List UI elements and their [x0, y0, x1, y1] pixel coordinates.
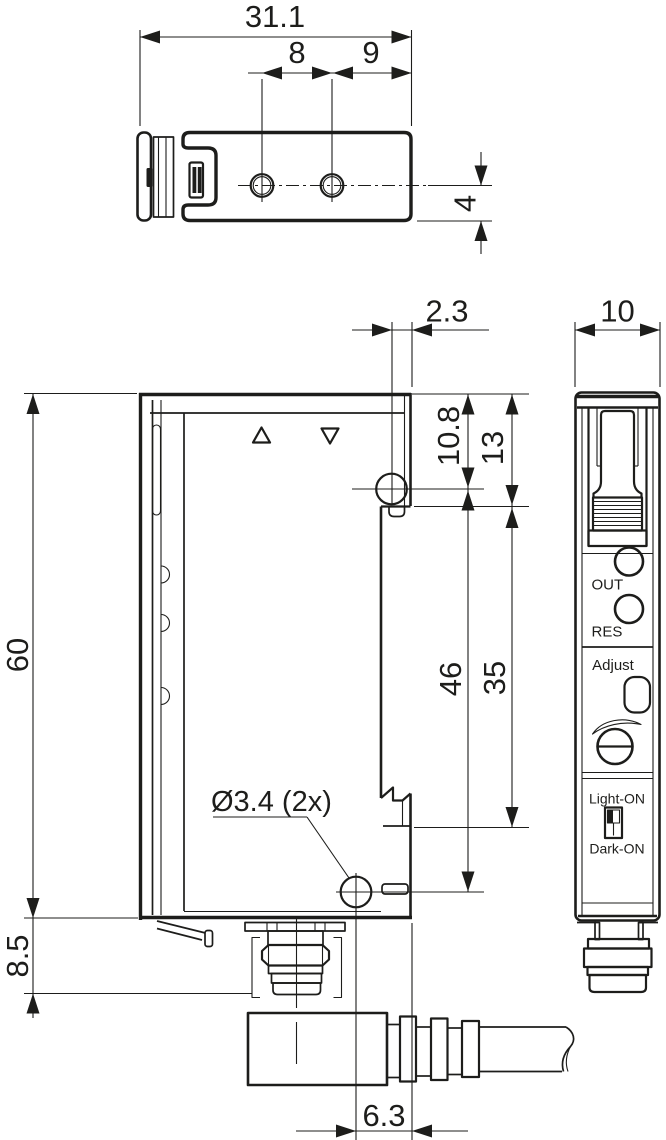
out-led [613, 546, 645, 577]
side-view: 10 [574, 294, 661, 994]
top-view-body-outline [181, 130, 413, 223]
out-label: OUT [592, 577, 624, 594]
res-label: RES [592, 624, 623, 641]
triangle-down-icon [320, 427, 340, 445]
dim-total-width-label: 31.1 [245, 0, 305, 34]
front-view-upper-slot [388, 507, 406, 518]
top-view-clip-tab [146, 168, 153, 187]
front-view-clip-slot [151, 424, 162, 516]
front-view-lower-slot [381, 883, 409, 895]
front-view-cable-plug [246, 1011, 575, 1087]
dim-notch-top-offset-label: 13 [475, 431, 510, 465]
top-view-dimensions: 31.1 8 9 4 [139, 0, 492, 254]
top-view [136, 130, 428, 223]
dim-width-label: 10 [600, 294, 634, 329]
light-on-label: Light-ON [589, 791, 645, 807]
dark-on-label: Dark-ON [589, 841, 644, 857]
front-view-bottom-tab [204, 929, 214, 948]
adjust-window [623, 675, 652, 714]
dim-cable-offset-label: 6.3 [362, 1098, 405, 1133]
light-dark-switch [603, 806, 624, 840]
side-view-connector [577, 921, 658, 994]
dim-notch-spacing-label: 35 [477, 661, 512, 695]
front-view [138, 392, 575, 1087]
adjust-rotation-arc [591, 719, 642, 735]
triangle-up-icon [251, 426, 272, 444]
side-view-fiber-clamp [582, 408, 653, 555]
dim-hole-edge-offset-label: 2.3 [425, 294, 468, 329]
front-view-m8-connector [244, 917, 346, 1008]
top-view-latch [188, 161, 205, 199]
dim-hole-spacing-label: 8 [288, 35, 305, 70]
dim-connector-offset-label: 8.5 [0, 934, 35, 977]
dim-height-label: 60 [0, 638, 35, 672]
dim-hole-to-edge-label: 9 [362, 35, 379, 70]
dim-thickness-label: 4 [448, 195, 483, 212]
dim-hole-top-offset-label: 10.8 [431, 406, 466, 466]
front-view-dimensions: 60 8.5 2.3 10.8 46 13 35 [0, 294, 529, 1140]
hole-diameter-label: Ø3.4 (2x) [211, 786, 332, 818]
dim-hole-spacing-label: 46 [433, 662, 468, 696]
top-view-clip-plate [152, 136, 175, 218]
side-view-body [574, 391, 661, 922]
front-view-latch-hook [380, 786, 412, 802]
adjust-label: Adjust [592, 657, 635, 674]
res-led [613, 593, 645, 625]
